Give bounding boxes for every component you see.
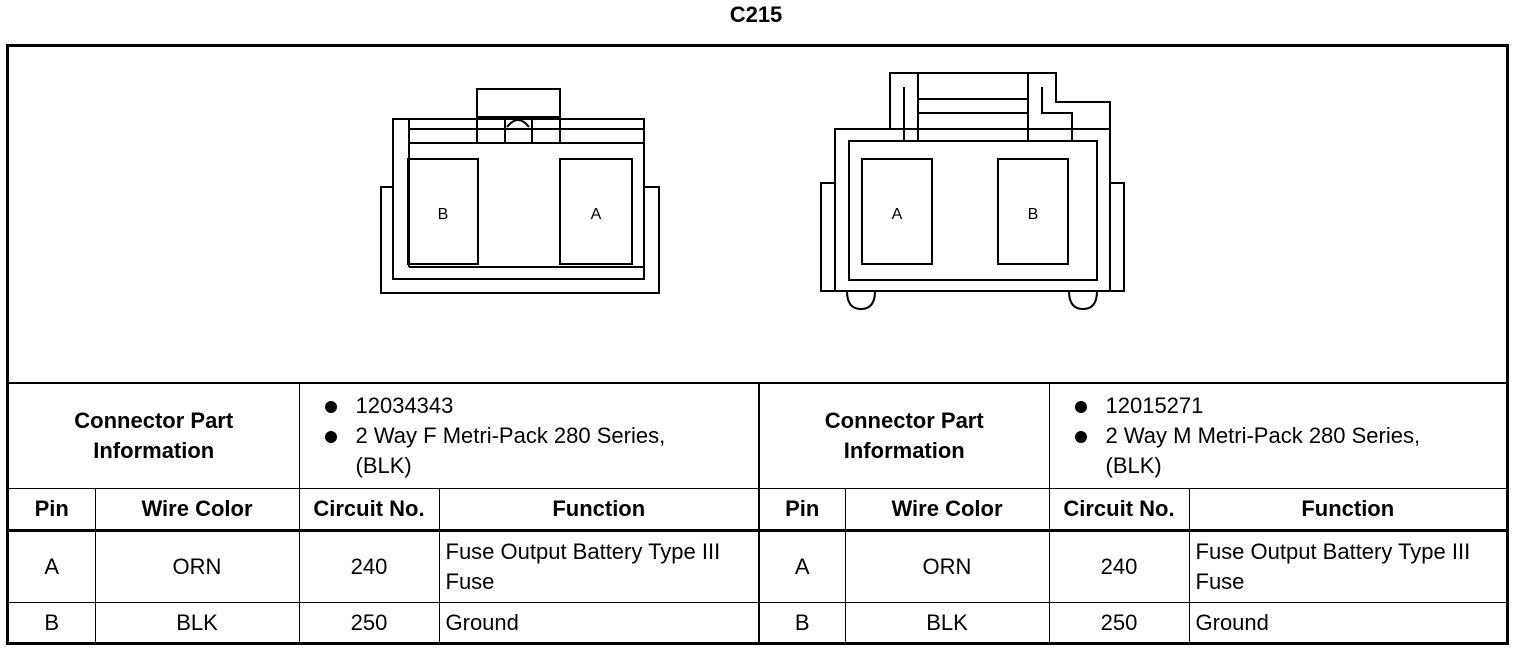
table-row: B BLK 250 Ground B BLK 250 Ground [9,601,1506,643]
connector-drawing-area: B A A B [9,47,1506,382]
connector-face-diagrams: B A A B [380,72,1125,311]
wire-color-cell: ORN [94,529,300,603]
header-wire-color: Wire Color [94,487,300,532]
female-connector-face [380,88,660,294]
pin-label: A [892,206,903,223]
function-cell: Ground [438,601,760,643]
header-pin: Pin [9,487,96,532]
connector-part-info-label: Connector Part Information [758,382,1050,489]
cavity-b-male [997,158,1069,265]
table-row: A ORN 240 Fuse Output Battery Type III F… [9,529,1506,603]
header-circuit-no: Circuit No. [298,487,440,532]
cavity-b [407,158,479,265]
circuit-cell: 250 [298,601,440,643]
circuit-cell: 240 [1048,529,1190,603]
header-circuit-no: Circuit No. [1048,487,1190,532]
part-number: 12015271 [1072,391,1507,421]
pin-label: B [438,206,449,223]
wire-color-cell: BLK [94,601,300,643]
header-wire-color: Wire Color [844,487,1050,532]
function-cell: Fuse Output Battery Type III Fuse [438,529,760,603]
function-cell: Ground [1188,601,1506,643]
header-function: Function [1188,487,1506,532]
part-description: 2 Way F Metri-Pack 280 Series, (BLK) [322,421,696,481]
pinout-table: Connector Part Information 12034343 2 Wa… [9,382,1506,643]
cavity-a [559,158,633,265]
pin-cell: A [758,529,846,603]
pin-cell: B [9,601,96,643]
function-cell: Fuse Output Battery Type III Fuse [1188,529,1506,603]
male-connector-face [820,72,1125,311]
connector-title: C215 [729,2,783,27]
pin-cell: A [9,529,96,603]
wire-color-cell: BLK [844,601,1050,643]
part-info-row: Connector Part Information 12034343 2 Wa… [9,382,1507,489]
connector-part-info-list: 12034343 2 Way F Metri-Pack 280 Series, … [298,382,760,489]
circuit-cell: 250 [1048,601,1190,643]
wire-color-cell: ORN [844,529,1050,603]
pin-label: B [1028,206,1039,223]
circuit-cell: 240 [298,529,440,603]
header-pin: Pin [758,487,846,532]
part-description: 2 Way M Metri-Pack 280 Series, (BLK) [1072,421,1446,481]
pin-cell: B [758,601,846,643]
connector-frame: B A A B Connector Part Information 12034… [6,44,1509,645]
connector-part-info-list: 12015271 2 Way M Metri-Pack 280 Series, … [1048,382,1507,489]
part-number: 12034343 [322,391,759,421]
cavity-a-male [861,158,933,265]
header-row: Pin Wire Color Circuit No. Function Pin … [9,487,1506,532]
connector-part-info-label: Connector Part Information [9,382,300,489]
header-function: Function [438,487,760,532]
pin-label: A [591,206,602,223]
